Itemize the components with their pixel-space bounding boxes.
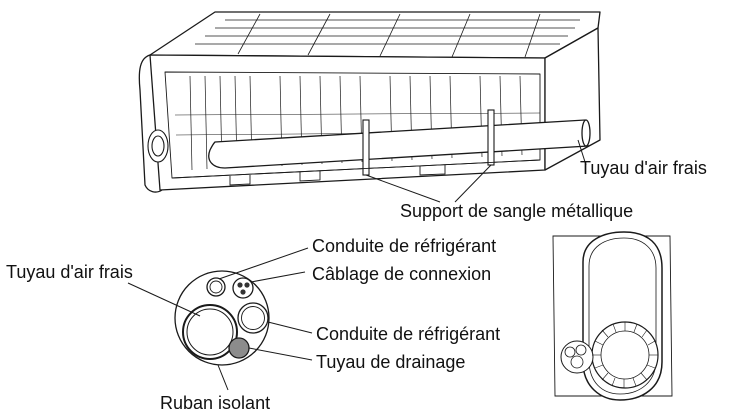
label-metal-strap-support: Support de sangle métallique bbox=[400, 201, 634, 221]
pipe-bundle-section bbox=[174, 270, 270, 366]
label-fresh-air-pipe-unit: Tuyau d'air frais bbox=[580, 158, 707, 178]
left-port bbox=[147, 129, 169, 163]
label-drain-pipe: Tuyau de drainage bbox=[316, 352, 466, 372]
side-view bbox=[552, 231, 673, 401]
fan-blades bbox=[592, 322, 658, 388]
connection-wiring-section bbox=[232, 277, 254, 299]
label-fresh-air-pipe-bundle: Tuyau d'air frais bbox=[6, 262, 133, 282]
section-leader-lines bbox=[127, 247, 313, 391]
drain-pipe-section bbox=[228, 337, 250, 359]
unit-leader-lines bbox=[365, 139, 587, 203]
label-refrigerant-pipe-top: Conduite de réfrigérant bbox=[312, 236, 497, 256]
label-connection-wiring: Câblage de connexion bbox=[312, 264, 492, 284]
label-refrigerant-pipe-bottom: Conduite de réfrigérant bbox=[316, 324, 501, 344]
label-insulating-tape: Ruban isolant bbox=[160, 393, 271, 413]
top-grille bbox=[195, 13, 580, 58]
unit-bottom-details bbox=[171, 159, 541, 186]
